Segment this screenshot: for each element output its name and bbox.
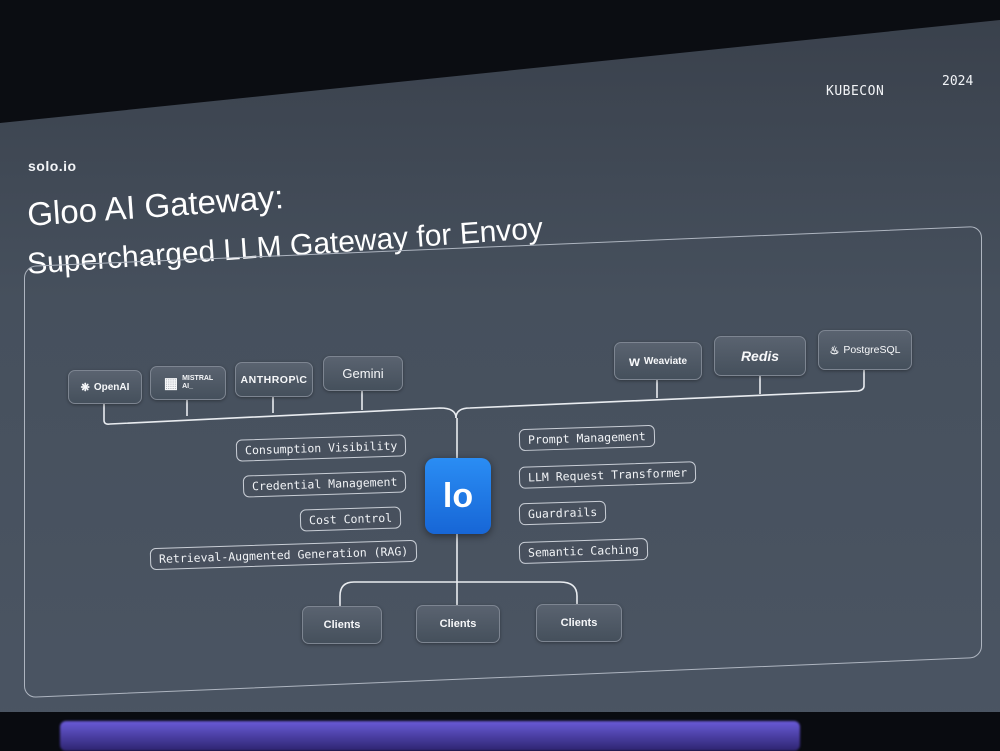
datastore-label: Redis <box>740 348 780 364</box>
client-label: Clients <box>560 617 598 629</box>
logo-mark: lo <box>442 476 474 515</box>
provider-gemini[interactable]: Gemini <box>323 356 403 391</box>
openai-icon: ❋ <box>80 381 90 394</box>
client-box[interactable]: Clients <box>302 606 382 644</box>
postgresql-icon: ♨ <box>829 344 840 357</box>
feature-semantic-caching: Semantic Caching <box>518 537 649 565</box>
datastore-weaviate[interactable]: w Weaviate <box>614 342 702 380</box>
solo-gateway-logo: lo <box>425 458 491 534</box>
client-label: Clients <box>323 619 361 631</box>
weaviate-icon: w <box>628 353 640 369</box>
year-label: 2024 <box>942 74 974 89</box>
datastore-redis[interactable]: Redis <box>714 336 806 376</box>
provider-anthropic[interactable]: ANTHROP\C <box>235 362 313 397</box>
stage-light-strip <box>60 721 800 751</box>
provider-label: Gemini <box>342 366 384 381</box>
client-box[interactable]: Clients <box>536 604 622 642</box>
feature-cost-control: Cost Control <box>299 506 402 532</box>
provider-mistral[interactable]: ▦ MISTRAL AI_ <box>150 366 226 400</box>
client-label: Clients <box>439 618 477 630</box>
provider-label: MISTRAL AI_ <box>182 375 214 390</box>
provider-label: ANTHROP\C <box>240 373 308 386</box>
datastore-label: Weaviate <box>643 355 688 367</box>
brand-logo: solo.io <box>28 158 77 174</box>
event-label: KUBECON <box>826 84 885 99</box>
feature-guardrails: Guardrails <box>518 500 607 526</box>
datastore-label: PostgreSQL <box>843 344 901 356</box>
provider-label: OpenAI <box>93 381 130 393</box>
client-box[interactable]: Clients <box>416 605 500 643</box>
datastore-postgresql[interactable]: ♨ PostgreSQL <box>818 330 912 370</box>
provider-openai[interactable]: ❋ OpenAI <box>68 370 142 404</box>
mistral-icon: ▦ <box>163 375 179 392</box>
feature-prompt-management: Prompt Management <box>518 424 656 452</box>
